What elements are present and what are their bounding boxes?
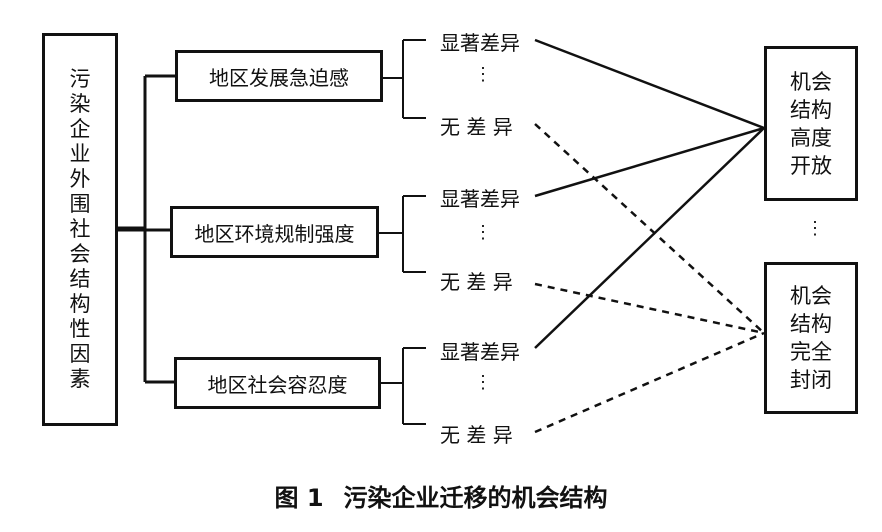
factor-box-tolerance: 地区社会容忍度: [174, 357, 381, 409]
caption-title: 污染企业迁移的机会结构: [343, 484, 608, 512]
ellipsis-vertical: ⋮: [806, 218, 824, 239]
outcome-box-open: 机会结构高度开放: [764, 46, 858, 201]
figure-caption: 图 1 污染企业迁移的机会结构: [0, 478, 882, 513]
level-none: 无 差 异: [440, 115, 513, 139]
outcome-label: 机会结构完全封闭: [790, 284, 832, 392]
level-high: 显著差异: [440, 187, 520, 211]
factor-box-urgency: 地区发展急迫感: [175, 50, 383, 102]
level-none: 无 差 异: [440, 423, 513, 447]
factor-label: 地区环境规制强度: [194, 221, 355, 246]
outcome-box-closed: 机会结构完全封闭: [764, 262, 858, 414]
level-high: 显著差异: [440, 340, 520, 364]
structural-factors-label: 污染企业外围社会结构性因素: [69, 67, 91, 391]
level-high: 显著差异: [440, 31, 520, 55]
factor-label: 地区发展急迫感: [209, 65, 349, 90]
ellipsis-vertical: ⋮: [474, 64, 492, 85]
structural-factors-box: 污染企业外围社会结构性因素: [42, 33, 118, 426]
ellipsis-vertical: ⋮: [474, 222, 492, 243]
factor-box-regulation: 地区环境规制强度: [170, 206, 379, 258]
outcome-label: 机会结构高度开放: [790, 69, 832, 178]
factor-label: 地区社会容忍度: [207, 372, 348, 397]
level-none: 无 差 异: [440, 270, 513, 294]
caption-number: 图 1: [274, 484, 324, 512]
ellipsis-vertical: ⋮: [474, 372, 492, 393]
